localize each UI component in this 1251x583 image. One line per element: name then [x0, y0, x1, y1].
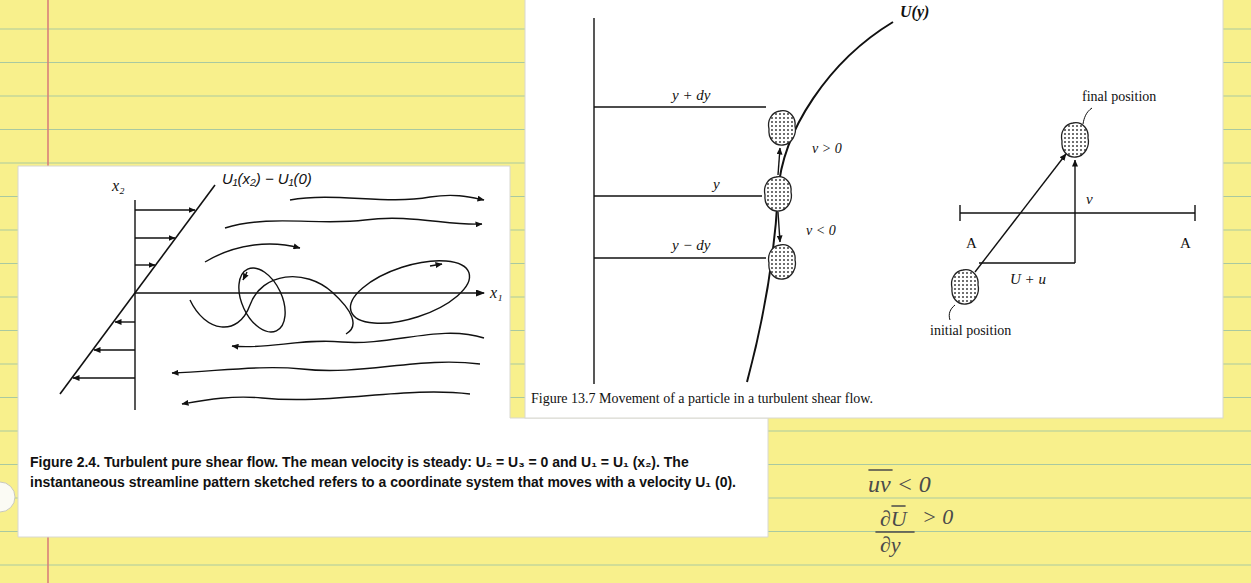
vortex-arrow	[243, 272, 247, 280]
streamline	[172, 362, 480, 373]
component-label: v	[1086, 190, 1093, 209]
fluid-particle	[765, 177, 792, 211]
velocity-component	[979, 262, 1075, 263]
figure-caption: Figure 2.4. Turbulent pure shear flow. T…	[30, 452, 766, 492]
level-line	[594, 195, 762, 196]
handwritten-note: uv < 0	[868, 472, 931, 496]
velocity-profile	[60, 185, 215, 394]
displacement-label: v > 0	[812, 140, 842, 158]
handwritten-note: ∂U	[880, 508, 907, 530]
velocity-arrow	[115, 321, 135, 322]
section-tick	[959, 205, 960, 221]
fluid-particle	[952, 270, 979, 304]
hole-punch	[0, 482, 15, 512]
axis-label: x₁	[490, 283, 503, 303]
displacement-arrow	[778, 148, 780, 175]
path-arrow	[975, 154, 1066, 272]
leader-line	[1083, 108, 1092, 124]
section-label: A	[1180, 234, 1191, 253]
particle-figure	[594, 18, 1195, 384]
displacement-arrow	[778, 212, 780, 242]
vortex-arrow	[430, 264, 442, 266]
level-label: y − dy	[672, 236, 710, 255]
component-label: U + u	[1010, 270, 1046, 289]
figure-caption: Figure 13.7 Movement of a particle in a …	[531, 390, 873, 408]
profile-label: U₁(x₂) − U₁(0)	[222, 170, 312, 189]
level-label: y + dy	[672, 86, 710, 105]
streamline	[205, 244, 300, 262]
velocity-arrow	[73, 377, 135, 378]
handwritten-note: > 0	[922, 506, 953, 528]
fluid-particle	[1062, 123, 1089, 157]
velocity-arrow	[135, 264, 155, 265]
velocity-arrow	[135, 237, 175, 238]
streamline	[290, 195, 484, 200]
particles	[765, 111, 1089, 304]
right-figure-panel	[525, 0, 1223, 418]
overbar	[869, 469, 892, 471]
axis-label: x₂	[112, 176, 125, 196]
streamline	[182, 392, 470, 404]
velocity-arrow	[94, 349, 135, 350]
position-label: final position	[1082, 88, 1156, 106]
velocity-component	[1074, 160, 1075, 263]
vortex	[343, 248, 477, 336]
overbar	[892, 505, 905, 507]
velocity-curve	[747, 22, 893, 382]
vortex	[230, 261, 295, 340]
leader-line	[949, 305, 955, 320]
axis-line	[135, 292, 484, 293]
ruled-line	[0, 564, 1251, 565]
velocity-arrow	[135, 209, 195, 210]
section-line	[960, 212, 1195, 213]
section-label: A	[966, 234, 977, 253]
streamline	[190, 277, 353, 334]
streamline	[232, 333, 484, 347]
fluid-particle	[769, 111, 796, 145]
fluid-particle	[769, 245, 796, 279]
level-label: y	[713, 175, 720, 194]
shear-flow-figure	[60, 185, 484, 410]
displacement-label: v < 0	[806, 222, 836, 240]
position-label: initial position	[930, 322, 1011, 340]
fraction-bar	[876, 531, 914, 533]
level-line	[594, 106, 766, 107]
streamline	[225, 218, 482, 228]
axis-line	[593, 18, 594, 384]
curve-label: U(y)	[900, 2, 929, 22]
section-tick	[1194, 205, 1195, 221]
handwritten-note: ∂y	[880, 534, 901, 556]
level-line	[594, 257, 766, 258]
